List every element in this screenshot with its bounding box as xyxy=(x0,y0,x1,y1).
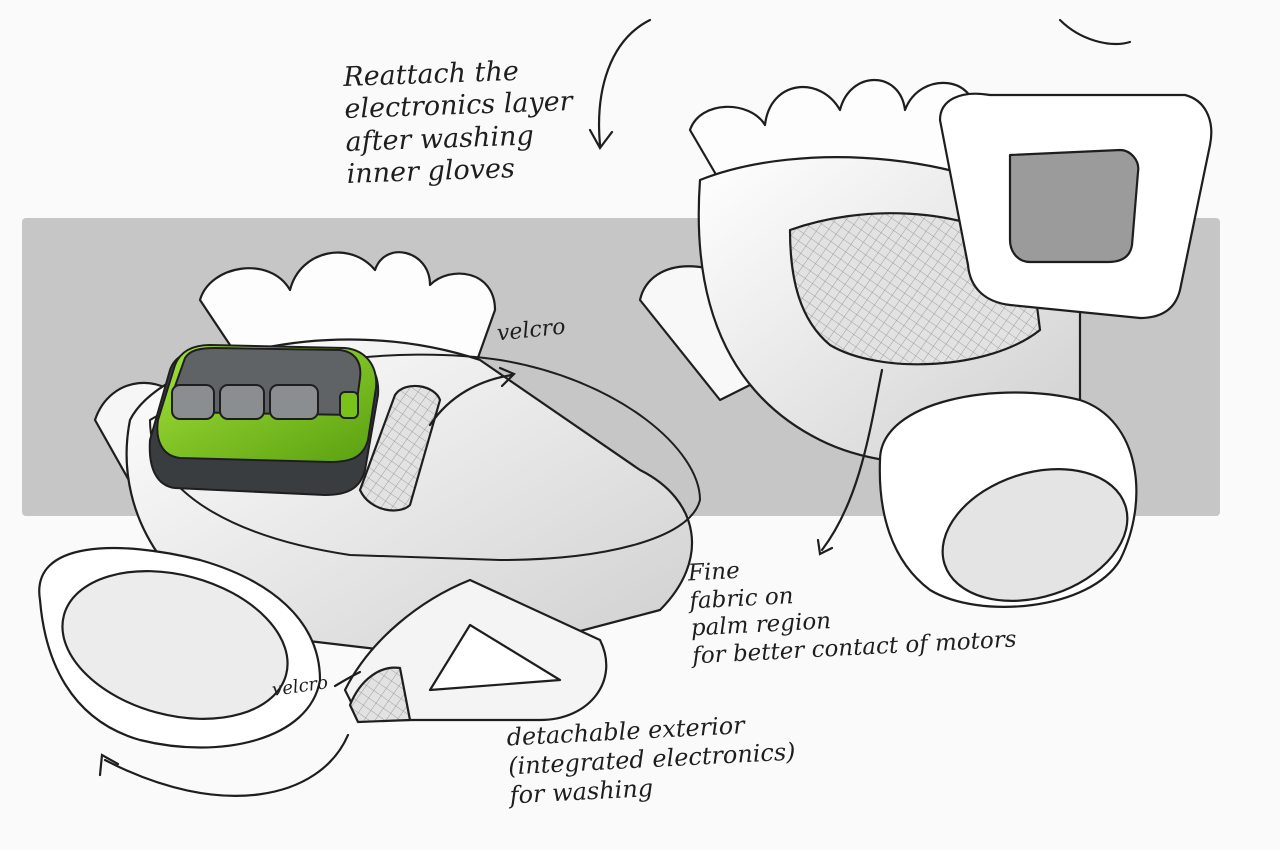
right-glove-cuff-opening xyxy=(941,468,1129,602)
arrow-reattach xyxy=(588,18,652,151)
left-strap-triangle xyxy=(428,623,562,692)
arrow-velcro-bottom xyxy=(333,670,362,688)
arrow-velcro-top xyxy=(428,366,516,427)
annotation-arrows xyxy=(98,18,1132,797)
note-reattach: Reattach the electronics layer after was… xyxy=(343,54,576,191)
left-glove-cuff-opening xyxy=(61,570,289,720)
arrow-reattach-top xyxy=(1058,18,1132,46)
right-wrist-frame-window xyxy=(1008,148,1140,264)
arrow-fine-fabric xyxy=(816,368,884,556)
device-side-clip xyxy=(339,391,359,419)
device-button-2 xyxy=(219,384,265,420)
device-button-3 xyxy=(269,384,319,420)
note-detachable: detachable exterior (integrated electron… xyxy=(506,709,798,810)
left-velcro-patch-bottom xyxy=(348,666,412,724)
note-fine-fabric: Fine fabric on palm region for better co… xyxy=(687,544,1017,671)
left-velcro-patch-top xyxy=(358,384,442,512)
device-button-1 xyxy=(171,384,215,420)
arrow-detachable xyxy=(98,733,350,797)
right-glove xyxy=(638,78,1213,608)
electronics-device xyxy=(148,343,380,497)
